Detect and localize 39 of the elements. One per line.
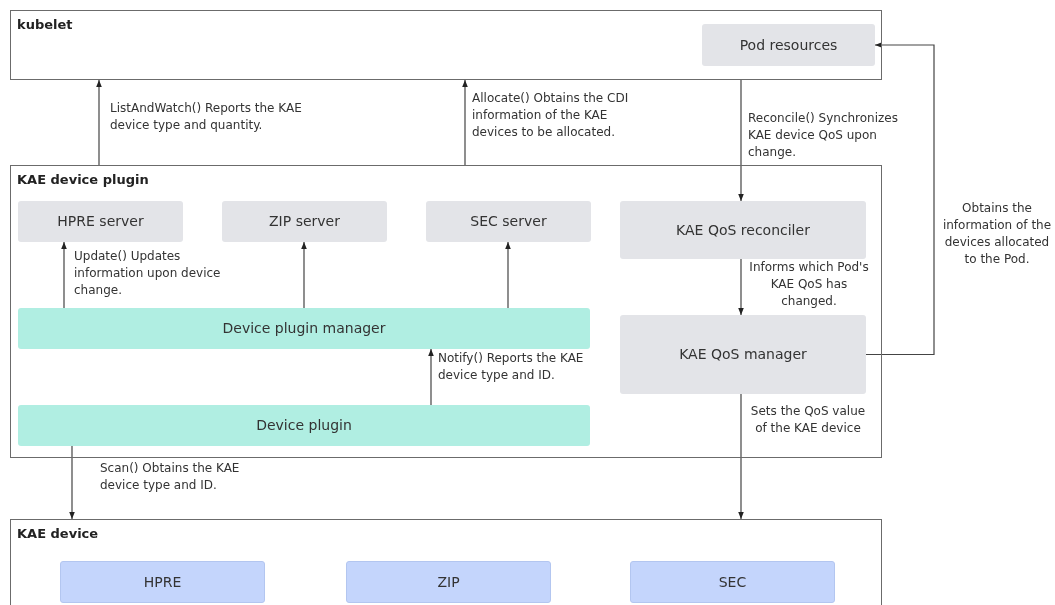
device-box [60,561,265,603]
box-label: Device plugin manager [222,319,386,338]
container-box [10,165,882,458]
arrow [738,258,744,316]
box-label: SEC [718,572,747,592]
container-title: kubelet [17,16,73,34]
arrow [738,79,744,202]
process-box [702,24,875,66]
box-label: ZIP server [269,212,340,231]
container-box [10,519,882,605]
box-label: SEC server [470,212,547,231]
box-label: HPRE server [57,212,144,231]
box-label: HPRE [143,572,182,592]
box-label: KAE QoS reconciler [676,220,810,240]
container-title: KAE device plugin [17,171,149,189]
process-bar [18,308,590,349]
arrow [96,79,102,166]
process-box [18,201,183,242]
device-box [346,561,551,603]
arrow [301,241,307,309]
arrow [462,79,468,166]
arrow [61,241,67,309]
box-label: Pod resources [739,35,838,55]
container-box [10,10,882,80]
process-box [620,201,866,259]
process-box [620,315,866,394]
device-box [630,561,835,603]
arrow [505,241,511,309]
arrow [865,42,935,356]
process-box [222,201,387,242]
box-label: Device plugin [256,416,352,435]
box-label: KAE QoS manager [679,345,807,364]
process-box [426,201,591,242]
box-label: ZIP [437,572,460,592]
arrow [738,393,744,520]
container-title: KAE device [17,525,99,543]
arrow [69,445,75,520]
arrow [428,348,434,406]
process-bar [18,405,590,446]
